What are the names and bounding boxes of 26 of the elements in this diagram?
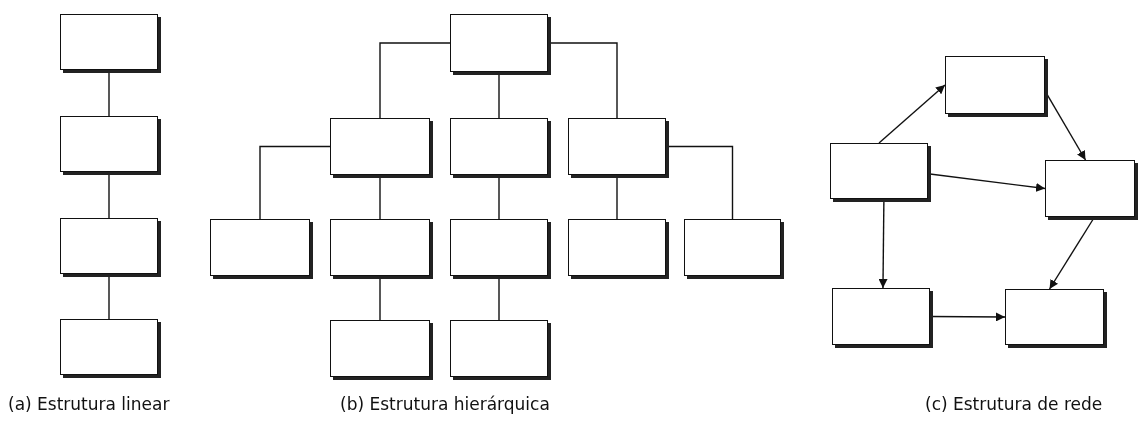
empty-box xyxy=(60,116,158,172)
empty-box xyxy=(684,219,781,276)
empty-box xyxy=(945,56,1045,114)
empty-box xyxy=(450,118,548,175)
empty-box xyxy=(60,319,158,375)
empty-box xyxy=(330,219,430,276)
empty-box xyxy=(832,288,930,345)
empty-box xyxy=(330,320,430,377)
empty-box xyxy=(450,320,548,377)
empty-box xyxy=(60,218,158,274)
empty-box xyxy=(210,219,310,276)
caption: (c) Estrutura de rede xyxy=(925,393,1103,416)
empty-box xyxy=(450,219,548,276)
empty-box xyxy=(60,14,158,70)
empty-box xyxy=(830,143,928,199)
caption: (b) Estrutura hierárquica xyxy=(340,393,550,416)
caption: (a) Estrutura linear xyxy=(8,393,170,416)
connector-line xyxy=(379,42,451,119)
empty-box xyxy=(568,118,666,175)
arrow xyxy=(878,84,946,144)
connector-line xyxy=(259,145,331,220)
empty-box xyxy=(1005,289,1104,345)
empty-box xyxy=(330,118,430,175)
empty-box xyxy=(1045,160,1135,217)
empty-box xyxy=(450,14,548,72)
empty-box xyxy=(568,219,666,276)
